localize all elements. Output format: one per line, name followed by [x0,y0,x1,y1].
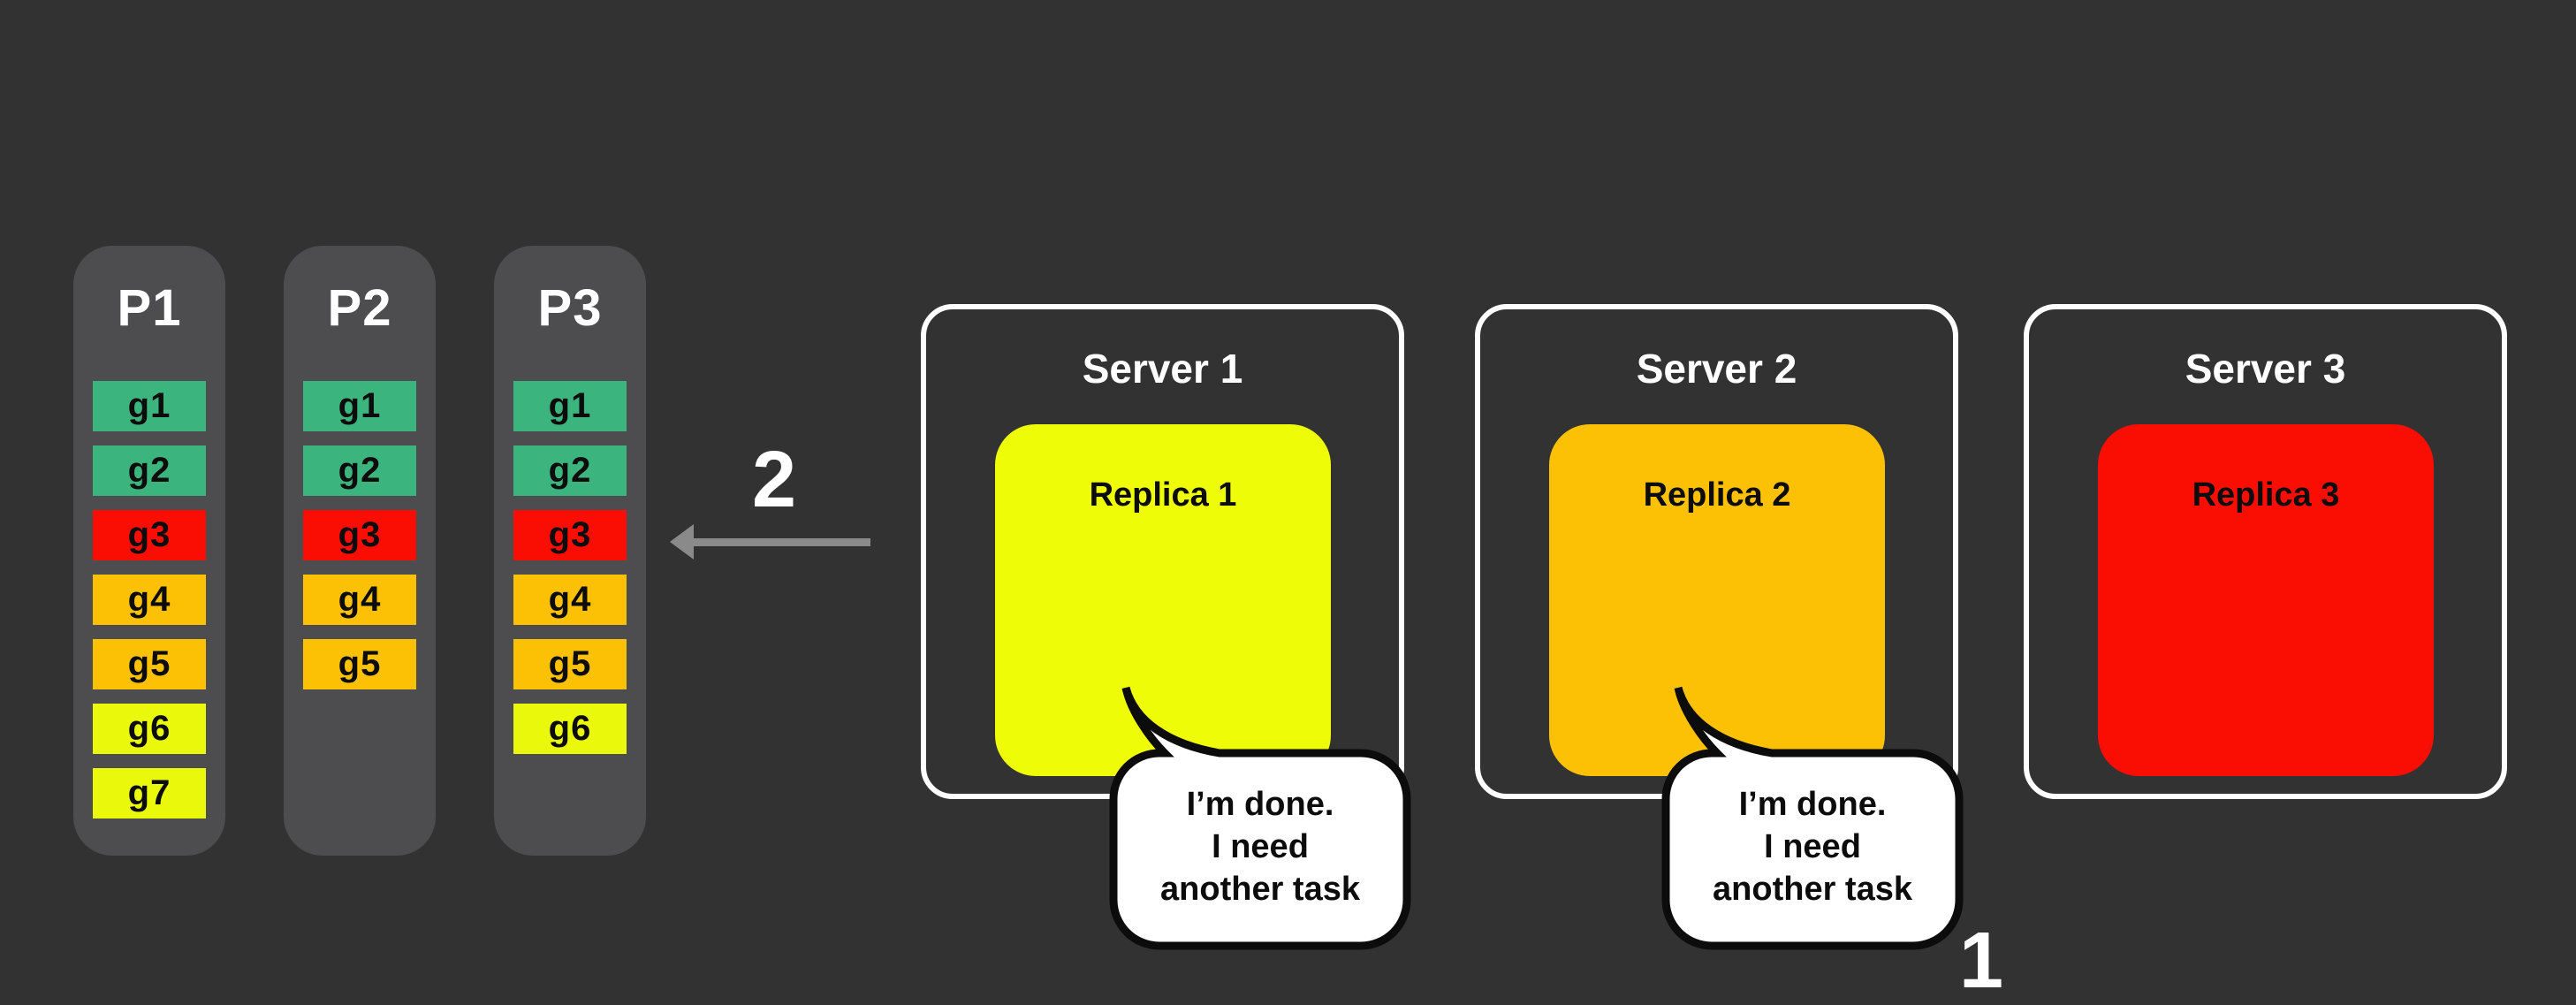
arrow-shaft [690,538,870,546]
task-cell-g2: g2 [513,445,627,496]
speech-bubble-server-1: I’m done. I need another task [1087,675,1440,967]
partition-p3: P3 g1 g2 g3 g4 g5 g6 [494,246,646,856]
task-cell-g6: g6 [513,704,627,754]
task-cell-g1: g1 [513,381,627,431]
left-arrow-icon [670,524,694,560]
speech-line: I’m done. [1738,786,1887,823]
speech-text: I’m done. I need another task [1666,783,1959,910]
replica-title: Replica 2 [1643,476,1791,514]
server-title: Server 2 [1636,346,1797,392]
speech-bubble-server-2: I’m done. I need another task [1639,675,1993,967]
task-cell-g3: g3 [303,510,416,560]
replica-1: Replica 1 [995,424,1331,776]
partition-title: P3 [537,279,603,337]
task-cell-g5: g5 [93,639,206,689]
partition-title: P2 [327,279,392,337]
replica-title: Replica 3 [2192,476,2340,514]
task-cell-g1: g1 [303,381,416,431]
task-list: g1 g2 g3 g4 g5 g6 [513,381,627,768]
task-cell-g4: g4 [513,575,627,625]
speech-line: I need [1764,828,1861,865]
task-cell-g6: g6 [93,704,206,754]
task-cell-g5: g5 [303,639,416,689]
speech-line: I need [1212,828,1309,865]
task-cell-g3: g3 [93,510,206,560]
partition-p2: P2 g1 g2 g3 g4 g5 [284,246,436,856]
replica-3: Replica 3 [2098,424,2434,776]
server-3-box: Server 3 Replica 3 [2024,304,2507,799]
task-cell-g4: g4 [303,575,416,625]
server-title: Server 1 [1082,346,1243,392]
server-2-box: Server 2 Replica 2 [1475,304,1958,799]
partition-p1: P1 g1 g2 g3 g4 g5 g6 g7 [73,246,225,856]
replica-2: Replica 2 [1549,424,1885,776]
server-1-box: Server 1 Replica 1 [921,304,1404,799]
step-2-label: 2 [751,436,797,524]
replica-title: Replica 1 [1089,476,1237,514]
task-cell-g1: g1 [93,381,206,431]
speech-bubble-shape [1661,686,1964,950]
task-cell-g2: g2 [303,445,416,496]
speech-line: another task [1160,871,1360,908]
partition-title: P1 [117,279,182,337]
task-cell-g3: g3 [513,510,627,560]
task-cell-g2: g2 [93,445,206,496]
task-cell-g7: g7 [93,768,206,818]
speech-bubble-shape [1109,686,1411,950]
task-cell-g5: g5 [513,639,627,689]
task-cell-g4: g4 [93,575,206,625]
speech-line: another task [1713,871,1912,908]
step-1-label: 1 [1958,917,2004,1005]
speech-line: I’m done. [1186,786,1334,823]
speech-text: I’m done. I need another task [1113,783,1407,910]
server-title: Server 3 [2185,346,2346,392]
task-list: g1 g2 g3 g4 g5 [303,381,416,704]
task-list: g1 g2 g3 g4 g5 g6 g7 [93,381,206,833]
